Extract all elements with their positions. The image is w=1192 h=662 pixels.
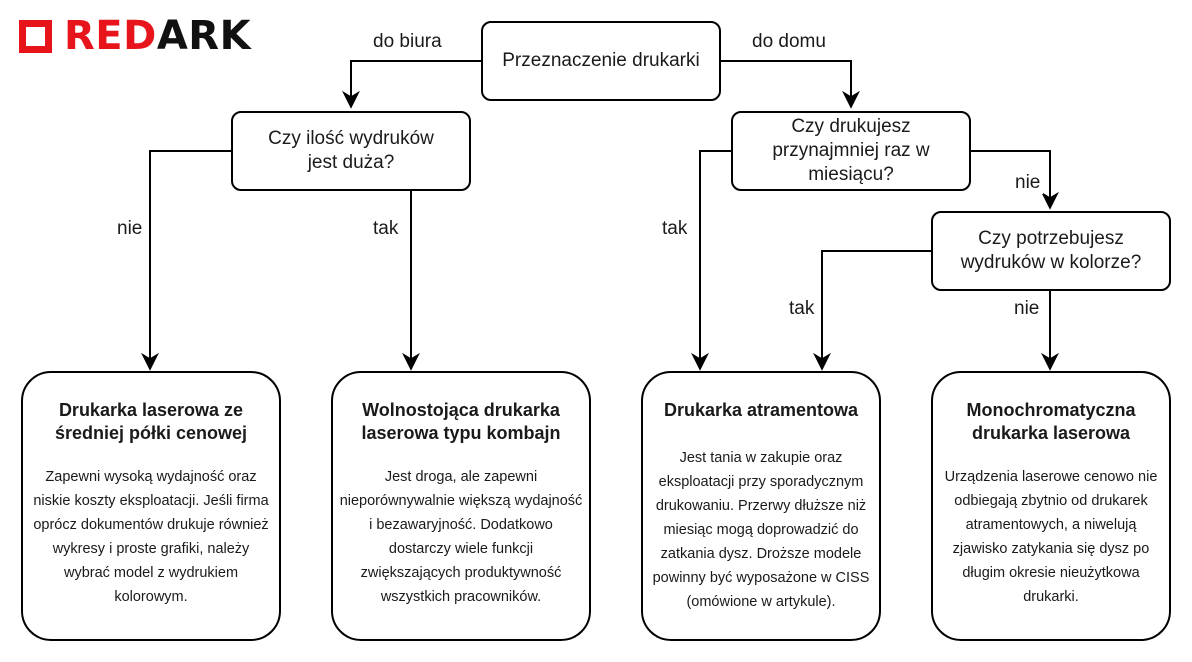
leaf-home-mono-laser: Monochromatyczna drukarka laserowa Urząd…: [931, 371, 1171, 641]
logo-text: REDARK: [64, 16, 251, 56]
logo-text-red: RED: [64, 13, 157, 59]
edge-monthly-yes: [691, 150, 731, 371]
node-root-label: Przeznaczenie drukarki: [502, 50, 700, 71]
edge-monthly-no: [970, 150, 1059, 210]
leaf-description: Jest tania w zakupie oraz eksploatacji p…: [652, 450, 870, 610]
edge-label-volume-no: nie: [114, 218, 146, 240]
node-root: Przeznaczenie drukarki: [481, 21, 721, 101]
edge-label-monthly-yes: tak: [659, 218, 691, 240]
edge-label-monthly-no: nie: [1012, 172, 1044, 194]
edge-volume-no: [141, 150, 231, 371]
node-question-color: Czy potrzebujesz wydruków w kolorze?: [931, 211, 1171, 291]
leaf-home-inkjet: Drukarka atramentowa Jest tania w zakupi…: [641, 371, 881, 641]
node-question-volume: Czy ilość wydruków jest duża?: [231, 111, 471, 191]
leaf-title: Drukarka laserowa ze średniej półki ceno…: [54, 400, 248, 443]
logo-text-black: ARK: [156, 13, 252, 59]
node-question-volume-label: Czy ilość wydruków jest duża?: [268, 128, 434, 173]
logo-mark-icon: [19, 19, 52, 53]
leaf-description: Jest droga, ale zapewni nieporównywalnie…: [339, 469, 583, 605]
edge-label-office: do biura: [370, 31, 445, 53]
brand-logo: REDARK: [19, 16, 251, 56]
edge-label-volume-yes: tak: [370, 218, 402, 240]
node-question-monthly-label: Czy drukujesz przynajmniej raz w miesiąc…: [772, 116, 930, 185]
edge-label-color-no: nie: [1011, 298, 1043, 320]
edge-root-to-monthly: [721, 60, 860, 109]
node-question-color-label: Czy potrzebujesz wydruków w kolorze?: [960, 228, 1142, 273]
leaf-title: Monochromatyczna drukarka laserowa: [966, 400, 1136, 443]
leaf-description: Zapewni wysoką wydajność oraz niskie kos…: [33, 469, 269, 605]
leaf-office-multifunction-laser: Wolnostojąca drukarka laserowa typu komb…: [331, 371, 591, 641]
node-question-monthly: Czy drukujesz przynajmniej raz w miesiąc…: [731, 111, 971, 191]
edge-root-to-volume: [342, 60, 481, 109]
edge-label-home: do domu: [749, 31, 829, 53]
edge-color-yes: [813, 250, 931, 371]
leaf-office-standard-laser: Drukarka laserowa ze średniej półki ceno…: [21, 371, 281, 641]
edge-label-color-yes: tak: [786, 298, 818, 320]
leaf-title: Drukarka atramentowa: [663, 400, 859, 420]
leaf-title: Wolnostojąca drukarka laserowa typu komb…: [361, 400, 561, 443]
leaf-description: Urządzenia laserowe cenowo nie odbiegają…: [944, 469, 1158, 605]
